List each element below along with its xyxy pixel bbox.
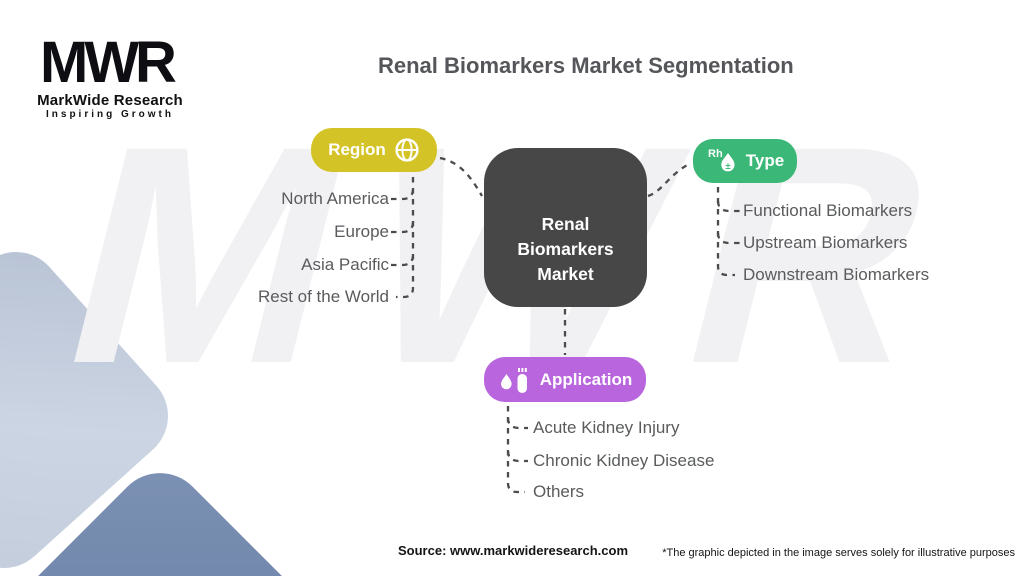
blood-type-icon-plus-minus: ± — [725, 161, 730, 172]
connector-application-item-1 — [506, 417, 528, 430]
connector-region-trunk — [396, 177, 415, 299]
connector-region-item-1 — [391, 188, 415, 201]
central-node-label: Renal Biomarkers Market — [517, 214, 614, 284]
connector-region-to-center — [439, 156, 483, 197]
type-branch-node: Rh ± Type — [693, 139, 797, 183]
blood-type-icon: Rh ± — [708, 148, 735, 172]
application-item-chronic-kidney-disease: Chronic Kidney Disease — [533, 451, 715, 470]
application-item-others: Others — [533, 482, 585, 501]
globe-icon — [395, 138, 419, 162]
blood-type-icon-rh-text: Rh — [708, 148, 723, 160]
connector-application-item-2 — [506, 450, 528, 463]
connector-region-item-3 — [391, 254, 415, 267]
region-node-label: Region — [328, 140, 386, 159]
region-branch-node: Region — [311, 128, 437, 172]
type-item-upstream-biomarkers: Upstream Biomarkers — [743, 233, 908, 252]
connector-type-item-2 — [716, 232, 741, 245]
region-item-asia-pacific: Asia Pacific — [301, 255, 389, 274]
source-text: Source: www.markwideresearch.com — [398, 543, 629, 558]
disclaimer-text: *The graphic depicted in the image serve… — [662, 547, 1015, 559]
region-item-europe: Europe — [334, 222, 389, 241]
logo-tagline: Inspiring Growth — [46, 109, 174, 120]
type-item-functional-biomarkers: Functional Biomarkers — [743, 201, 913, 220]
connector-center-to-type — [647, 161, 692, 198]
connector-region-item-2 — [391, 221, 415, 234]
connector-application-trunk — [506, 406, 525, 494]
application-item-acute-kidney-injury: Acute Kidney Injury — [533, 418, 680, 437]
drop-and-test-tube-icon — [500, 367, 527, 393]
region-item-rest-of-world: Rest of the World — [257, 287, 389, 306]
application-branch-node: Application — [484, 357, 646, 402]
page-title: Renal Biomarkers Market Segmentation — [378, 53, 794, 78]
connector-type-item-1 — [716, 200, 741, 213]
application-node-label: Application — [539, 369, 633, 389]
connector-type-trunk — [716, 187, 735, 277]
type-node-label: Type — [745, 151, 785, 170]
type-item-downstream-biomarkers: Downstream Biomarkers — [743, 265, 930, 284]
region-item-north-america: North America — [281, 189, 389, 208]
logo-company-name: MarkWide Research — [37, 92, 183, 109]
central-node-renal-biomarkers-market: Renal Biomarkers Market — [484, 148, 647, 307]
markwide-logo: MWR — [40, 30, 177, 95]
